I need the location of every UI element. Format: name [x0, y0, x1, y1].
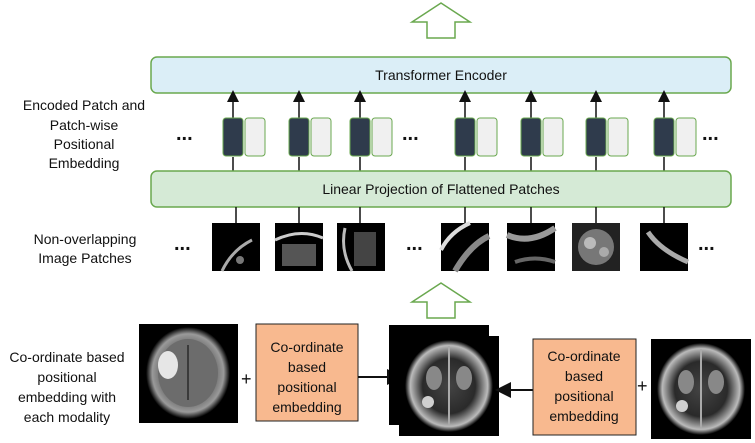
linear-projection-label: Linear Projection of Flattened Patches: [322, 181, 559, 197]
svg-text:based: based: [565, 368, 603, 384]
image-patch: [212, 223, 260, 272]
plus-sign: +: [241, 369, 252, 389]
svg-text:embedding with: embedding with: [18, 389, 116, 405]
svg-text:each modality: each modality: [24, 409, 110, 425]
svg-text:Co-ordinate: Co-ordinate: [547, 348, 620, 364]
svg-text:positional: positional: [37, 369, 96, 385]
svg-text:Image Patches: Image Patches: [38, 250, 131, 266]
brain-scan-image: [651, 339, 751, 439]
image-patch: [439, 221, 491, 273]
token-pair: [288, 90, 332, 157]
transformer-encoder-label: Transformer Encoder: [375, 67, 507, 83]
embedding-side-label: Encoded Patch and Patch-wise Positional …: [23, 97, 145, 171]
svg-text:Patch-wise: Patch-wise: [50, 117, 119, 133]
positional-embedding-box-label: Co-ordinate based positional embedding: [547, 348, 620, 424]
svg-text:Positional: Positional: [54, 136, 115, 152]
svg-text:Co-ordinate: Co-ordinate: [270, 339, 343, 355]
positional-embedding-box-label: Co-ordinate based positional embedding: [270, 339, 343, 415]
svg-text:embedding: embedding: [549, 408, 618, 424]
svg-text:Embedding: Embedding: [49, 155, 120, 171]
token-pair: [454, 90, 498, 157]
token-pair: [653, 90, 697, 157]
positional-embedding-box: [532, 338, 637, 436]
projection-connectors: [232, 157, 665, 171]
plus-sign: +: [637, 376, 648, 396]
svg-text:positional: positional: [554, 388, 613, 404]
svg-text:embedding: embedding: [272, 399, 341, 415]
brain-scan-image: [139, 324, 238, 423]
svg-text:Encoded Patch and: Encoded Patch and: [23, 97, 145, 113]
image-patch: [505, 223, 557, 271]
svg-text:Non-overlapping: Non-overlapping: [34, 231, 137, 247]
ellipsis: ...: [698, 233, 715, 255]
patches-side-label: Non-overlapping Image Patches: [34, 231, 137, 266]
positional-embedding-box: [255, 323, 359, 422]
svg-text:based: based: [288, 359, 326, 375]
ellipsis: ...: [406, 233, 423, 255]
transformer-encoder-bar: [150, 56, 732, 94]
ellipsis: ...: [174, 233, 191, 255]
brain-scan-stack: [389, 325, 499, 436]
ellipsis: ...: [176, 123, 193, 145]
linear-projection-bar: [150, 170, 732, 208]
coord-side-label: Co-ordinate based positional embedding w…: [9, 349, 124, 425]
image-patch: [640, 223, 689, 271]
ellipsis: ...: [402, 123, 419, 145]
token-pair: [520, 90, 564, 157]
token-pair: [349, 90, 393, 157]
up-arrow-icon: [409, 282, 473, 319]
image-patch: [274, 223, 324, 271]
image-patch: [572, 223, 620, 271]
token-pair: [222, 90, 266, 157]
patch-connectors: [235, 207, 665, 223]
token-pair: [585, 90, 629, 157]
ellipsis: ...: [702, 123, 719, 145]
svg-text:positional: positional: [277, 379, 336, 395]
up-arrow-icon: [409, 2, 473, 39]
svg-text:Co-ordinate based: Co-ordinate based: [9, 349, 124, 365]
image-patch: [337, 223, 385, 272]
